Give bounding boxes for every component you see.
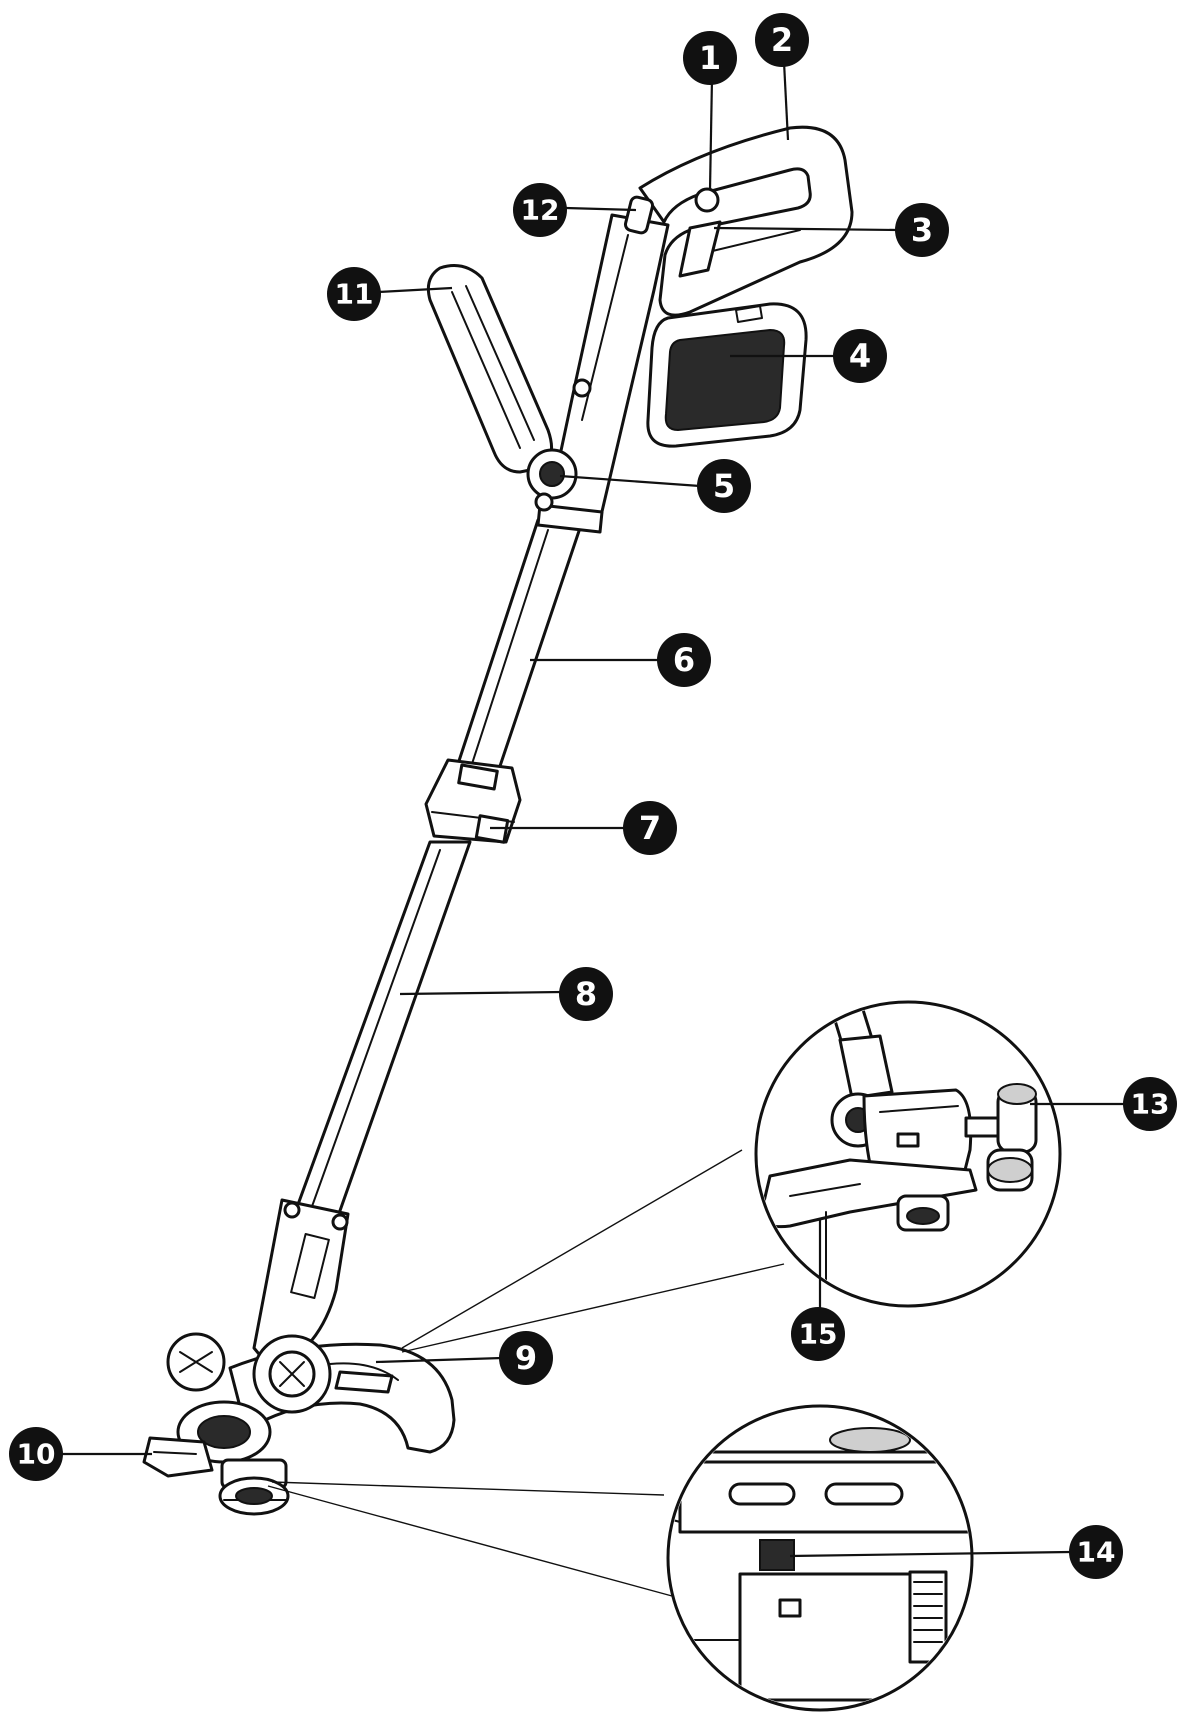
callout-15: 15 <box>791 1307 845 1361</box>
leader-1 <box>708 77 714 191</box>
leader-5 <box>559 474 701 488</box>
leader-8 <box>399 990 563 996</box>
callout-9-label: 9 <box>515 1339 537 1377</box>
callout-6-label: 6 <box>673 641 695 679</box>
callout-6: 6 <box>657 633 711 687</box>
leader-12 <box>565 206 637 212</box>
callout-11: 11 <box>327 267 381 321</box>
callout-8-label: 8 <box>575 975 597 1013</box>
callout-7-label: 7 <box>639 809 661 847</box>
lower-shaft <box>294 840 472 1224</box>
rear-handle <box>638 125 854 317</box>
leader-11 <box>377 286 453 294</box>
upper-shaft <box>454 518 582 780</box>
callout-2-label: 2 <box>771 21 793 59</box>
callout-10: 10 <box>9 1427 63 1481</box>
callout-1-label: 1 <box>699 39 721 77</box>
callout-badges: 1 2 3 4 5 6 7 8 <box>9 13 1177 1579</box>
callout-4: 4 <box>833 329 887 383</box>
callout-3-label: 3 <box>911 211 933 249</box>
callout-12: 12 <box>513 183 567 237</box>
callout-7: 7 <box>623 801 677 855</box>
callout-1: 1 <box>683 31 737 85</box>
zoom-detail-spool-release <box>267 1404 974 1712</box>
callout-5-label: 5 <box>713 467 735 505</box>
callout-14: 14 <box>1069 1525 1123 1579</box>
callout-11-label: 11 <box>335 278 374 311</box>
speed-control[interactable] <box>623 195 655 235</box>
callout-13-label: 13 <box>1131 1088 1170 1121</box>
leader-lines <box>62 61 1124 1558</box>
height-adjust-collar <box>424 758 522 844</box>
callout-10-label: 10 <box>17 1438 56 1471</box>
front-handle-knob[interactable] <box>526 448 578 512</box>
leader-3 <box>713 226 899 232</box>
lock-off-button[interactable] <box>694 187 720 213</box>
callout-12-label: 12 <box>521 194 560 227</box>
callout-15-label: 15 <box>799 1318 838 1351</box>
callout-5: 5 <box>697 459 751 513</box>
callout-14-label: 14 <box>1077 1536 1116 1569</box>
callout-4-label: 4 <box>849 337 871 375</box>
callout-9: 9 <box>499 1331 553 1385</box>
upper-body <box>536 213 670 534</box>
trigger-switch[interactable] <box>678 220 722 278</box>
callout-3: 3 <box>895 203 949 257</box>
callout-13: 13 <box>1123 1077 1177 1131</box>
leader-2 <box>782 61 790 141</box>
callout-2: 2 <box>755 13 809 67</box>
leader-9 <box>375 1356 503 1364</box>
edge-guide[interactable] <box>142 1436 214 1478</box>
callout-8: 8 <box>559 967 613 1021</box>
leader-14 <box>789 1550 1071 1558</box>
battery-pack[interactable] <box>646 302 808 448</box>
front-handle[interactable] <box>426 264 554 474</box>
trimmer-illustration <box>142 125 854 1516</box>
zoom-detail-edging-wheel <box>401 1000 1062 1353</box>
